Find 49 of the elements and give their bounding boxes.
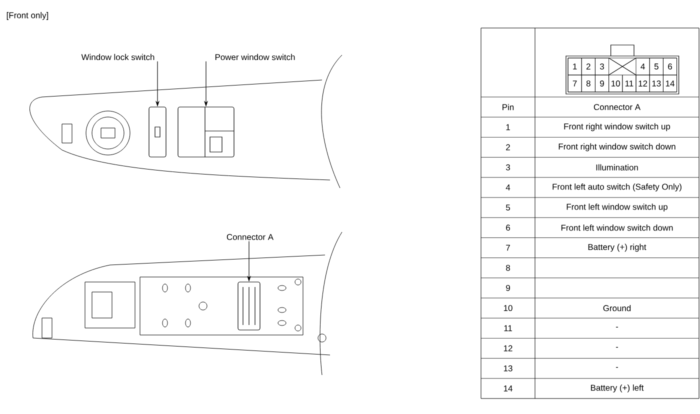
pin-number: 10 (608, 74, 623, 92)
pin-number: 7 (568, 74, 582, 92)
table-cell: 7 (506, 244, 510, 251)
table-cell: 12 (504, 345, 512, 352)
table-cell: 10 (504, 305, 512, 312)
table-cell: 4 (506, 184, 510, 190)
pin-number: 4 (636, 58, 650, 76)
pin-number: 11 (622, 74, 636, 92)
pin-number: 1 (568, 58, 582, 76)
connector-socket (238, 282, 260, 330)
table-cell: 9 (506, 284, 510, 291)
pin-number: 9 (595, 74, 609, 92)
table-cell: Ground (603, 304, 631, 312)
callout-label: Power window switch (215, 54, 295, 60)
table-cell: - (616, 367, 618, 368)
pin-number: 8 (581, 74, 596, 92)
pin-number: 3 (595, 58, 609, 76)
callout-label: Window lock switch (81, 54, 154, 60)
table-cell: Battery (+) right (588, 244, 646, 252)
table-cell: - (616, 326, 618, 328)
window-switch (178, 106, 234, 158)
table-cell: 1 (506, 124, 510, 130)
table-cell: 14 (504, 386, 512, 392)
table-cell: Front right window switch up (564, 123, 670, 132)
table-cell: Front left window switch up (566, 204, 668, 212)
table-cell: 6 (506, 224, 510, 231)
table-cell: Battery (+) left (590, 384, 644, 392)
table-cell: 5 (506, 204, 510, 210)
table-cell: - (616, 346, 618, 348)
table-cell: Front right window switch down (558, 143, 676, 152)
table-cell: 2 (506, 144, 510, 150)
table-cell: 11 (504, 325, 512, 332)
table-cell: 3 (506, 164, 510, 170)
table-cell: 8 (506, 264, 510, 271)
pin-number: 2 (581, 58, 596, 76)
pin-number: 13 (649, 74, 664, 92)
table-cell: Illumination (596, 164, 638, 170)
table-cell: Front left window switch down (561, 224, 673, 231)
callout-label: Connector A (226, 234, 274, 240)
table-cell: 13 (504, 365, 512, 372)
pin-number: 14 (663, 74, 677, 92)
pin-number: 12 (636, 74, 650, 92)
table-cell: Pin (502, 104, 514, 110)
pin-number: 5 (649, 58, 664, 76)
note-text: [Front only] (6, 12, 48, 20)
table-cell: Connector A (594, 104, 640, 110)
pin-number: 6 (663, 58, 677, 76)
lock-switch (148, 106, 166, 158)
table-cell: Front left auto switch (Safety Only) (552, 184, 682, 192)
